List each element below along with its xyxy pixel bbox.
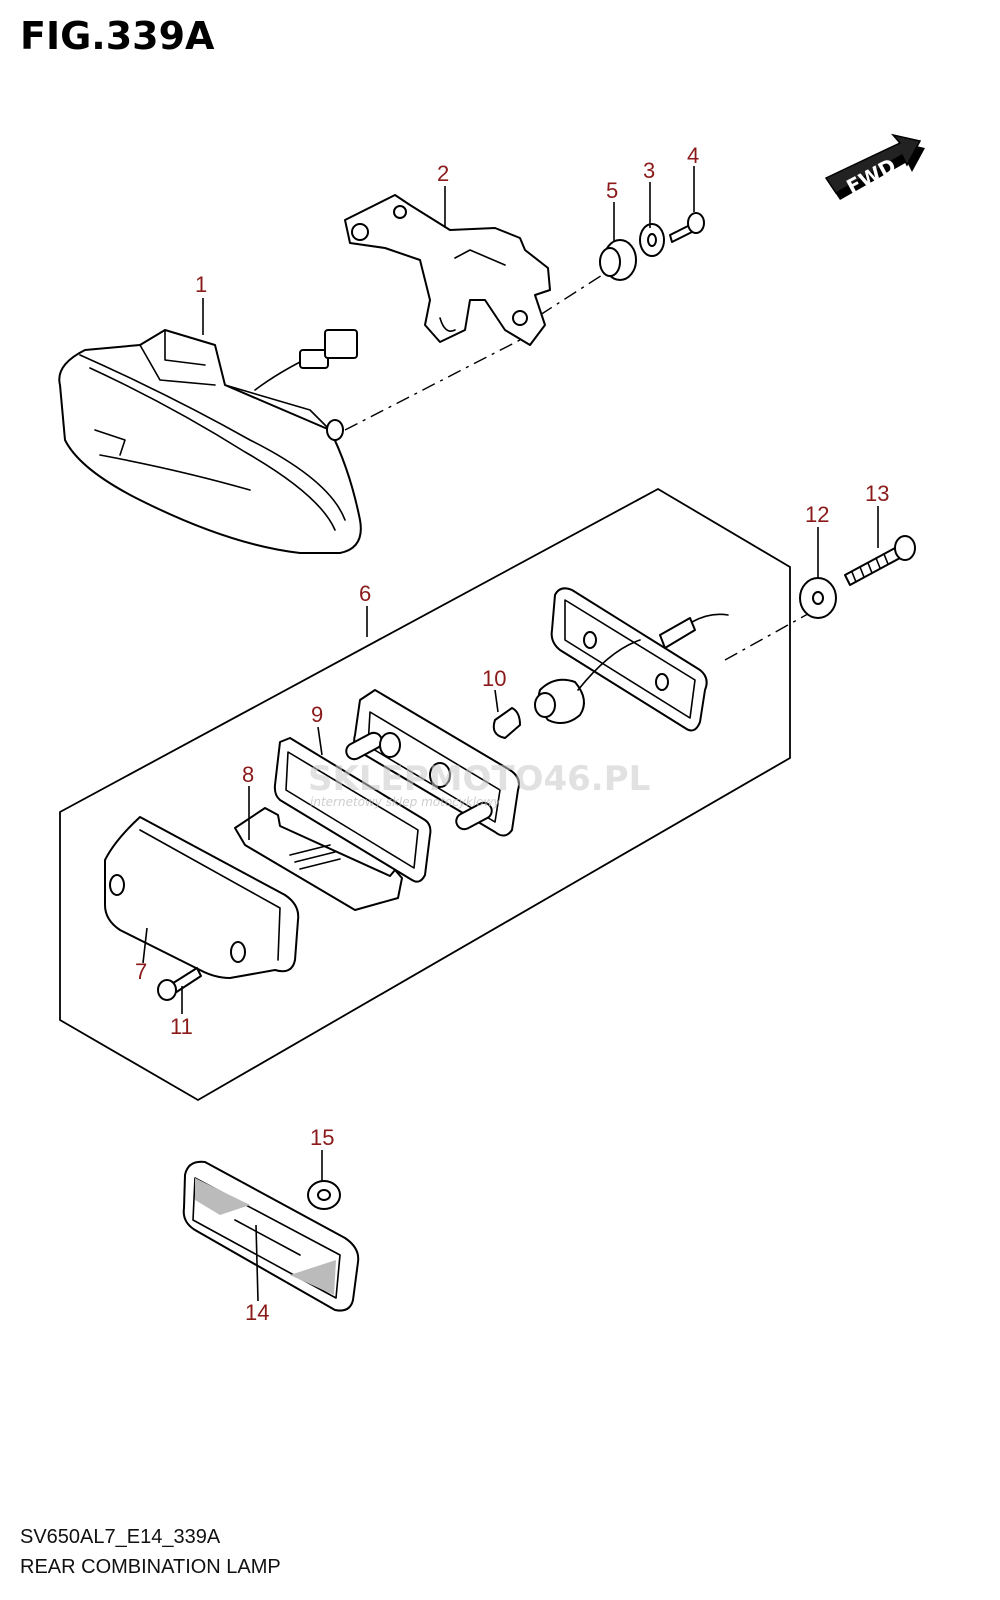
part-7-lens	[104, 816, 300, 979]
callout-1: 1	[195, 272, 207, 297]
callout-9: 9	[311, 702, 323, 727]
callout-8: 8	[242, 762, 254, 787]
callout-3: 3	[643, 158, 655, 183]
callout-15: 15	[310, 1125, 334, 1150]
leader-lines	[142, 166, 879, 1302]
part-15-nut	[307, 1180, 341, 1210]
part-11-screw	[157, 967, 202, 1001]
lamp-socket-plate	[345, 689, 520, 837]
figure-code: SV650AL7_E14_339A	[20, 1526, 221, 1548]
figure-title: FIG.339A	[20, 14, 215, 58]
callout-14: 14	[245, 1300, 269, 1325]
part-4-screw	[669, 212, 705, 243]
callout-11: 11	[170, 1014, 193, 1039]
part-14-reflector	[182, 1160, 360, 1312]
part-13-bolt	[844, 535, 916, 586]
callout-2: 2	[437, 161, 449, 186]
part-12-washer	[799, 577, 837, 619]
fwd-arrow-icon: FWD	[824, 133, 925, 200]
part-5-grommet	[599, 239, 637, 281]
part-9-gasket	[273, 737, 432, 883]
watermark: SKLEPMOTO46.PL internetowy sklep motocyk…	[308, 759, 650, 809]
callout-7: 7	[135, 959, 147, 984]
plate-lamp-back-housing	[550, 587, 729, 732]
part-1-tail-lamp	[58, 329, 362, 554]
callout-4: 4	[687, 143, 699, 168]
callout-12: 12	[805, 502, 829, 527]
callout-6: 6	[359, 581, 371, 606]
part-2-bracket	[344, 194, 551, 346]
watermark-tagline: internetowy sklep motocyklowy	[310, 795, 501, 809]
callout-10: 10	[482, 666, 506, 691]
callout-5: 5	[606, 178, 618, 203]
part-3-washer	[639, 223, 665, 257]
watermark-brand: SKLEPMOTO46.PL	[308, 759, 650, 799]
callout-labels: 1 2 3 4 5 6 7 8 9 10 11 12 13 14 15	[135, 143, 889, 1325]
part-10-bulb	[492, 639, 641, 739]
assembly-6-outline	[59, 487, 791, 1102]
figure-name: REAR COMBINATION LAMP	[20, 1556, 281, 1578]
part-8-plate	[234, 807, 403, 911]
callout-13: 13	[865, 481, 889, 506]
